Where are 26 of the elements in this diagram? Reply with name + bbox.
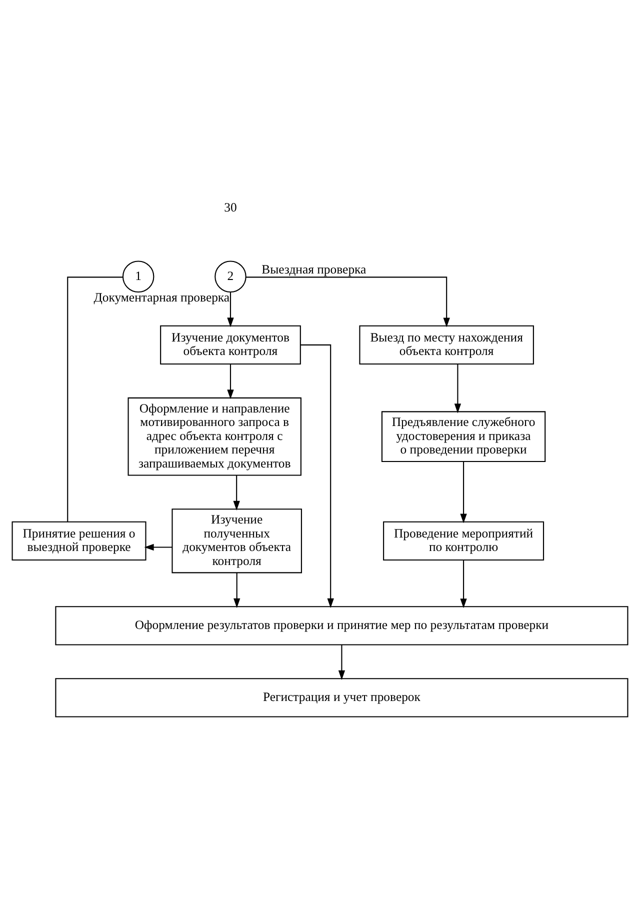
node-box: Предъявление служебного удостоверения и приказа о проведении проверки (381, 410, 546, 462)
node-box: Выезд по месту нахождения объекта контроля (359, 324, 534, 364)
arrow (233, 474, 240, 510)
label: 30 (224, 200, 237, 214)
edge-label: Выездная проверка (262, 262, 366, 276)
node-circle: 2 (214, 260, 246, 292)
connector (67, 276, 123, 522)
edge-label: Документарная проверка (94, 290, 230, 304)
node-box: Принятие решения о выездной проверке (12, 520, 146, 560)
arrow (460, 461, 467, 523)
node-box: Проведение мероприятий по контролю (383, 520, 544, 560)
arrow (300, 344, 334, 608)
arrow (227, 292, 234, 327)
arrow (460, 560, 467, 608)
arrow (144, 543, 172, 550)
arrow (227, 364, 234, 399)
arrow (338, 644, 346, 680)
node-box: Оформление результатов проверки и принятие мер по результатам проверки (55, 606, 628, 645)
arrow (234, 572, 240, 608)
node-box: Регистрация и учет проверок (55, 678, 628, 717)
node-circle: 1 (122, 260, 154, 292)
arrow (454, 364, 462, 413)
node-box: Изучение документов объекта контроля (160, 324, 301, 364)
node-box: Оформление и направление мотивированного запроса в адрес объекта контроля с приложением перечня запрашиваемых документов (128, 396, 302, 476)
arrow (246, 276, 450, 327)
node-box: Изучение полученных документов объекта контроля (172, 508, 302, 573)
